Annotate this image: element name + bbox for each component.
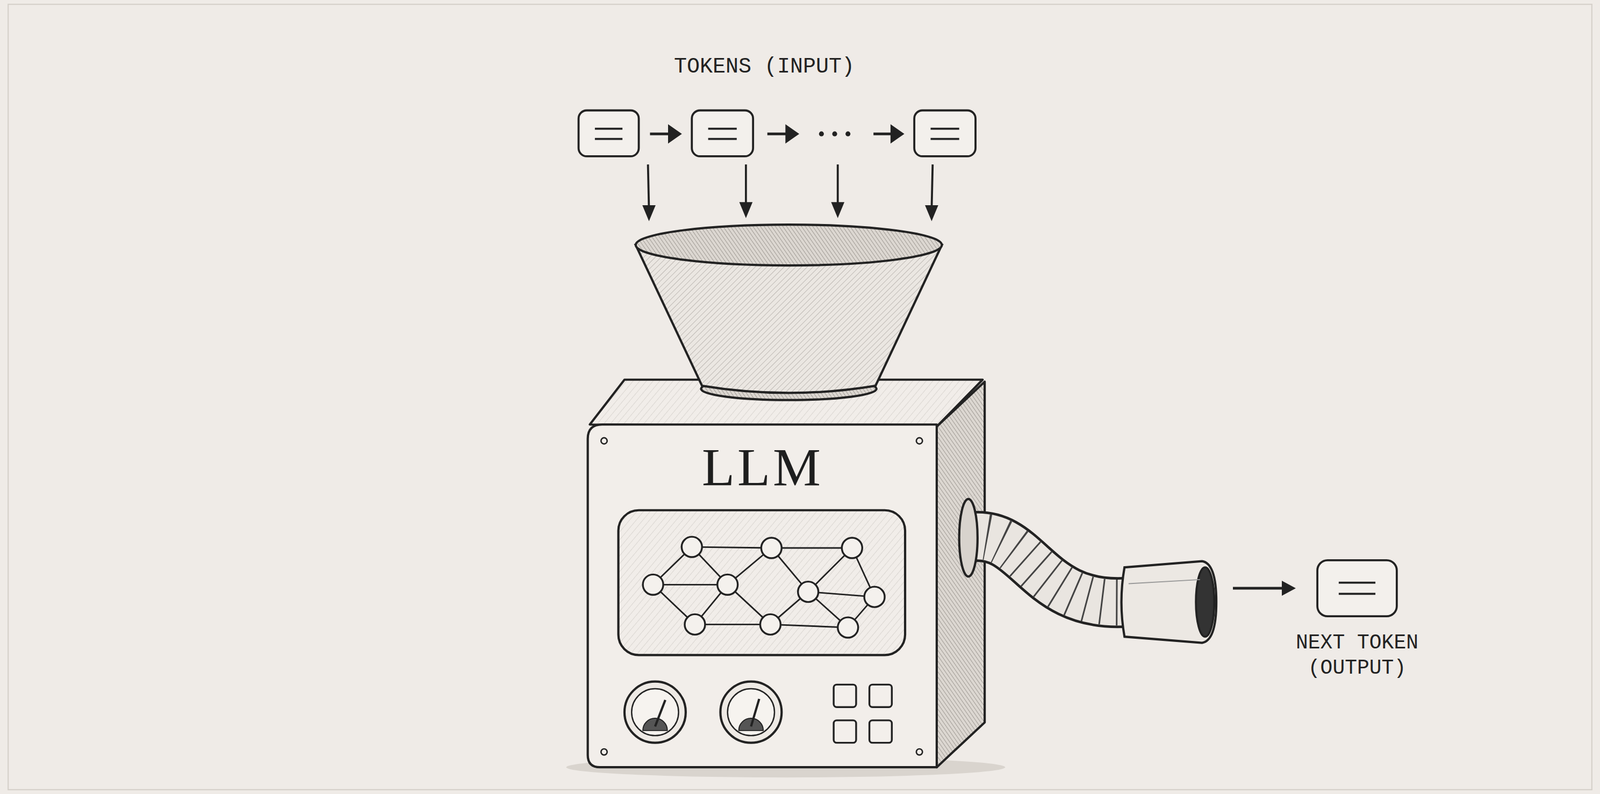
network-nodes — [642, 536, 885, 638]
group-heading: TOKENS (INPUT) — [603, 53, 926, 81]
token-line — [708, 138, 737, 141]
token-caption: NEXT TOKEN (OUTPUT) — [1292, 630, 1422, 681]
gauge-face — [727, 689, 775, 736]
screw — [600, 438, 607, 444]
ellipsis-dot — [819, 131, 824, 137]
gauge — [624, 682, 686, 744]
frame — [8, 4, 1592, 791]
arrow-shaft — [648, 164, 650, 210]
network-node — [642, 574, 664, 595]
network-node — [837, 617, 859, 638]
gauge-face — [631, 689, 679, 736]
hose-ribs — [971, 536, 1131, 603]
gauge — [720, 682, 782, 744]
token-rect — [1317, 560, 1397, 617]
screw — [916, 438, 923, 444]
funnel — [635, 224, 943, 401]
machine-label: LLM — [587, 440, 938, 495]
ellipsis-dot — [831, 131, 837, 137]
button — [833, 720, 857, 744]
nozzle — [1121, 561, 1217, 644]
arrow-shaft — [931, 164, 933, 210]
hose — [959, 499, 1217, 644]
network-node — [761, 537, 782, 559]
network-node — [684, 614, 706, 635]
arrow-shaft — [744, 164, 748, 207]
arrow-head — [891, 126, 902, 142]
arrow-shaft — [1232, 587, 1286, 591]
token-box — [691, 110, 753, 156]
network-link — [770, 624, 848, 628]
network-link — [653, 584, 728, 586]
token-box — [578, 110, 640, 156]
token-line — [1338, 593, 1376, 596]
output-arrow — [1232, 580, 1296, 597]
sequence-arrows — [649, 126, 902, 142]
controls — [624, 682, 892, 744]
funnel-body — [635, 245, 943, 393]
machine — [587, 379, 986, 768]
button — [869, 720, 893, 744]
feed-arrows — [643, 164, 937, 219]
token-box — [914, 110, 976, 156]
gauge-needle — [655, 700, 666, 727]
network-node — [681, 536, 702, 558]
arrow-head — [669, 126, 680, 142]
arrow-head — [1281, 580, 1296, 597]
network-links — [653, 547, 875, 628]
token-line — [594, 127, 623, 131]
network-node — [864, 586, 885, 608]
token-line — [594, 138, 623, 141]
arrow-head — [786, 126, 798, 142]
arrow-head — [832, 203, 843, 216]
arrow-head — [926, 206, 937, 219]
funnel-mouth — [635, 224, 943, 266]
token-line — [930, 138, 960, 141]
gauge-needle — [750, 699, 759, 727]
token-line — [930, 127, 960, 131]
arrow-shaft — [836, 164, 839, 207]
hose-flange — [959, 499, 978, 577]
nozzle-opening — [1195, 567, 1215, 637]
network-link — [691, 547, 772, 549]
nozzle-shade — [1128, 579, 1201, 585]
screw — [600, 749, 607, 756]
screen — [618, 510, 906, 656]
network-node — [759, 614, 781, 635]
network-link — [694, 623, 771, 626]
screen-frame — [618, 510, 906, 656]
network-node — [841, 537, 863, 559]
token-line — [1338, 582, 1376, 585]
ellipsis-dot — [845, 131, 851, 137]
token-box: NEXT TOKEN (OUTPUT) — [1316, 559, 1398, 618]
screw — [916, 749, 923, 756]
llm-machine: LLM — [587, 377, 1217, 769]
hose-outline — [971, 536, 1131, 603]
token-outline — [1316, 559, 1398, 618]
arrow-head — [643, 206, 655, 219]
hose-tube — [971, 536, 1131, 603]
button — [833, 684, 857, 708]
input-tokens — [578, 110, 977, 156]
arrow-head — [740, 203, 751, 216]
token-line — [708, 127, 737, 131]
machine-side — [936, 382, 985, 769]
button — [869, 684, 893, 708]
network-node — [717, 574, 738, 595]
network-node — [798, 582, 819, 603]
network-link — [771, 547, 852, 550]
